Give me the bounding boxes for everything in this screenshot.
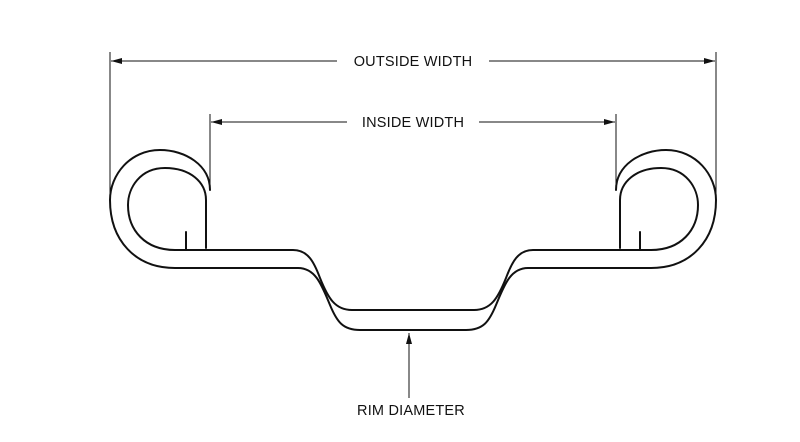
outside-width-dimension: OUTSIDE WIDTH (109, 52, 717, 202)
rim-cross-section (109, 149, 717, 331)
rim-outer-contour (109, 149, 717, 331)
outside-width-label: OUTSIDE WIDTH (354, 54, 473, 70)
rim-diameter-callout: RIM DIAMETER (357, 333, 465, 419)
inside-width-label: INSIDE WIDTH (362, 115, 464, 131)
rim-inner-contour (127, 167, 699, 311)
inside-width-dimension: INSIDE WIDTH (209, 114, 617, 188)
rim-diameter-label: RIM DIAMETER (357, 403, 465, 419)
